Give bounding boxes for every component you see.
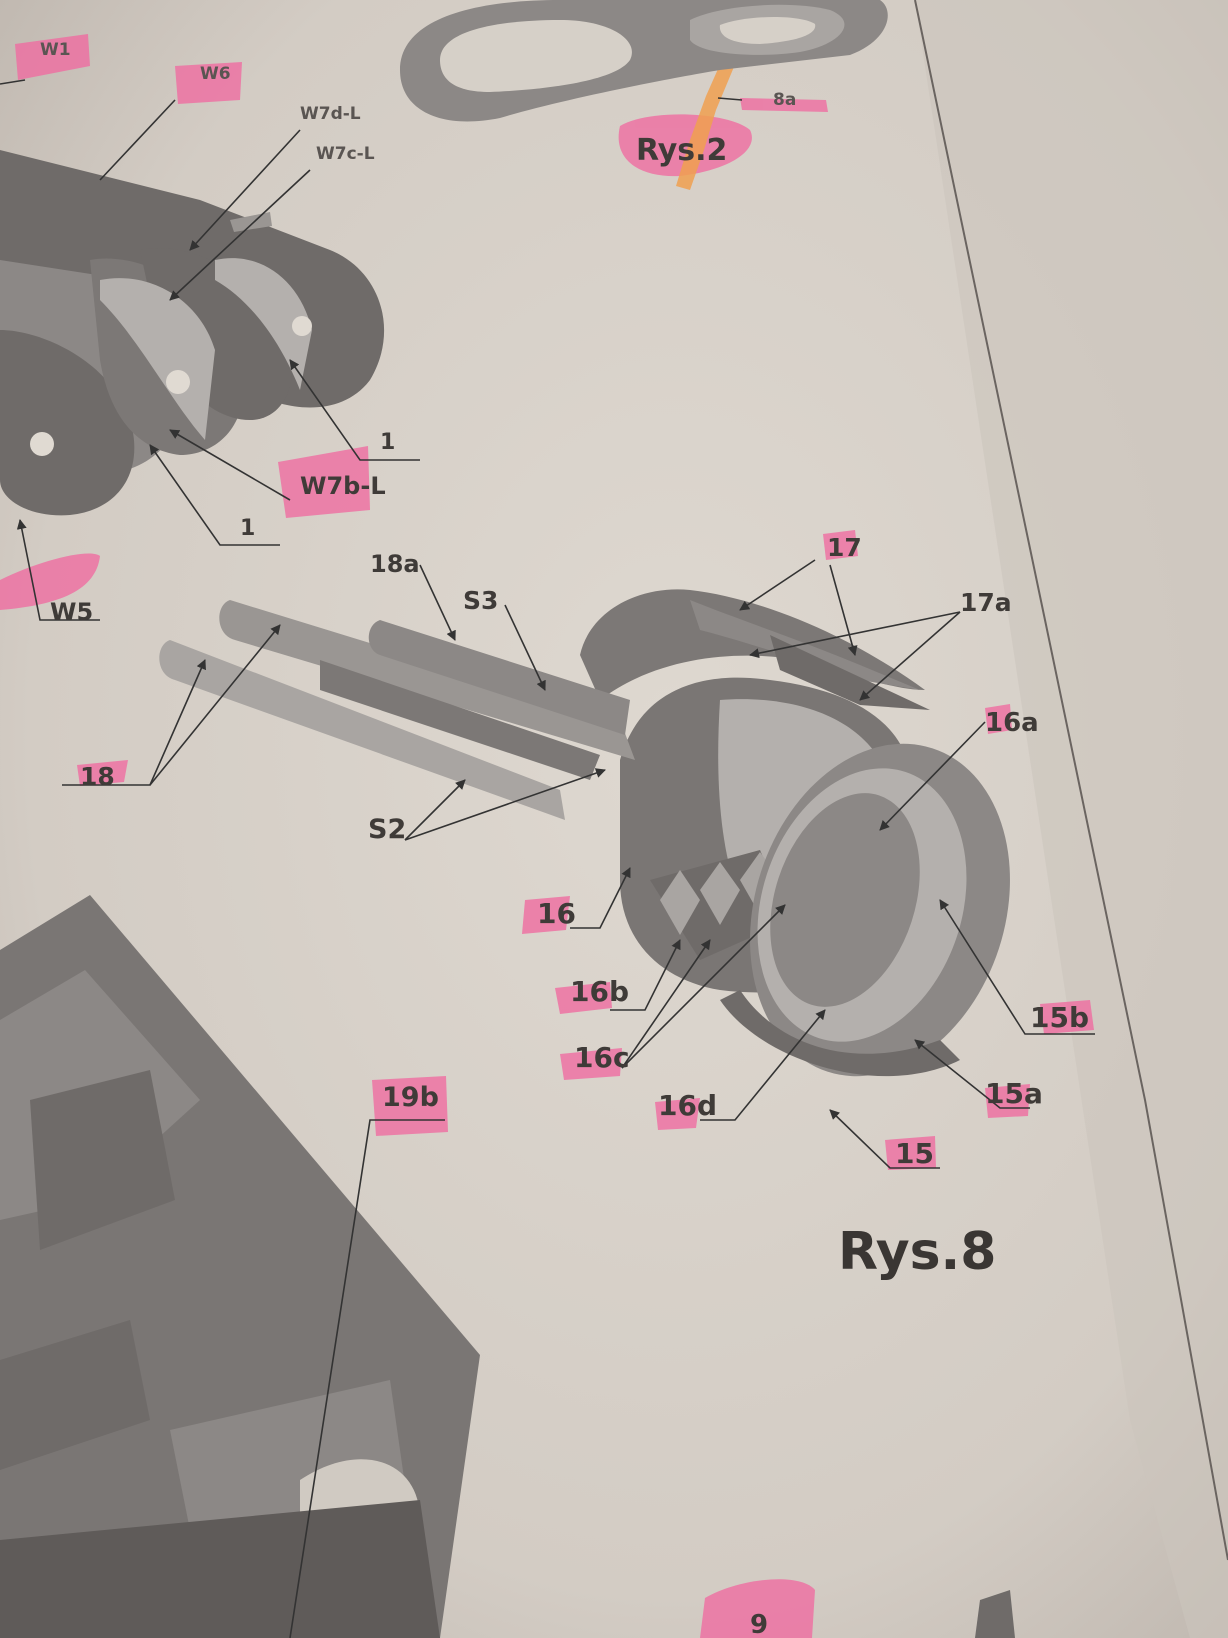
label-15a: 15a <box>985 1077 1043 1110</box>
label-s2: S2 <box>368 814 407 845</box>
label-16c: 16c <box>574 1041 630 1074</box>
label-s3: S3 <box>463 586 499 615</box>
label-8a: 8a <box>773 90 797 110</box>
label-16d: 16d <box>658 1089 718 1122</box>
page-margin-shadow <box>915 0 1228 1638</box>
label-w1: W1 <box>40 40 71 60</box>
part-17 <box>580 589 930 710</box>
label-18: 18 <box>80 762 115 791</box>
figure-title-rys8: Rys.8 <box>838 1222 997 1282</box>
label-17a: 17a <box>960 588 1012 617</box>
label-15: 15 <box>895 1137 934 1170</box>
label-17: 17 <box>827 533 862 562</box>
label-16a: 16a <box>985 708 1039 738</box>
label-15b: 15b <box>1030 1001 1090 1034</box>
label-1-top: 1 <box>380 430 396 455</box>
label-w6: W6 <box>200 64 231 84</box>
orange-highlight <box>676 60 736 190</box>
label-w7d-l: W7d-L <box>300 104 361 124</box>
label-w7b-l: W7b-L <box>300 472 386 500</box>
corner-part <box>975 1590 1015 1638</box>
label-rys2: Rys.2 <box>636 133 728 168</box>
part-19b <box>0 895 480 1638</box>
label-16: 16 <box>537 897 576 930</box>
label-16b: 16b <box>570 975 630 1008</box>
label-9: 9 <box>750 1610 769 1638</box>
label-w5: W5 <box>50 598 94 626</box>
rys2-part <box>400 0 888 122</box>
highlight-marks <box>0 34 1094 1638</box>
leader-lines <box>0 79 1095 1638</box>
label-w7c-l: W7c-L <box>316 144 375 164</box>
label-19b: 19b <box>382 1082 439 1113</box>
label-1-bottom: 1 <box>240 516 256 541</box>
label-18a: 18a <box>370 550 420 578</box>
part-15-disk <box>720 743 1010 1077</box>
page-border-line <box>914 0 1228 1561</box>
pins-s2-s3-18 <box>159 600 635 820</box>
